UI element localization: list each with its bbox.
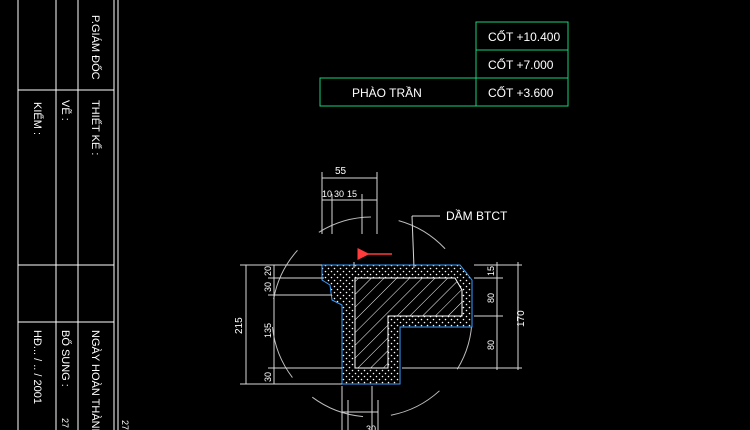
level-label-phao-tran: PHÀO TRẦN (352, 85, 422, 100)
dim-top-part-1: 10 (322, 189, 332, 199)
dim-right-part-2: 80 (486, 293, 496, 303)
dim-left-total: 215 (234, 317, 245, 334)
label-ngay-hoan-thanh: NGÀY HOÀN THÀNH : (89, 330, 102, 430)
dim-top-part-3: 15 (347, 189, 357, 199)
dim-bottom (341, 386, 379, 430)
value-bo-sung: 27 (60, 418, 70, 428)
dim-left-part-4: 30 (263, 372, 273, 382)
callout-dam-btct: DẦM BTCT (446, 208, 508, 223)
dim-left (240, 264, 342, 385)
dim-top-total: 55 (335, 166, 347, 177)
level-table (319, 21, 569, 107)
level-row-10400: CỐT +10.400 (488, 29, 560, 44)
level-row-7000: CỐT +7.000 (488, 57, 554, 72)
dim-right-total: 170 (516, 310, 527, 327)
label-bo-sung: BỔ SUNG : (59, 330, 72, 387)
label-pho-giam-doc: P.GIÁM ĐỐC (89, 15, 103, 80)
dim-right-part-1: 15 (486, 266, 496, 276)
label-kiem: KIỂM : (31, 102, 44, 135)
dim-top-part-2: 30 (334, 189, 344, 199)
dim-right-part-3: 80 (486, 340, 496, 350)
title-block (17, 0, 119, 430)
dim-bottom-value: 30 (366, 424, 376, 430)
dim-left-part-2: 30 (263, 282, 273, 292)
dim-left-part-3: 135 (263, 323, 273, 338)
dim-right (402, 262, 522, 370)
value-ngay-hoan-thanh: 27 (120, 420, 130, 430)
label-ve: VẼ : (59, 100, 72, 121)
dim-top (321, 172, 378, 268)
beam-hatched-core (354, 277, 463, 369)
dim-left-part-1: 20 (263, 266, 273, 276)
label-hd: HĐ... / .. / 2001 (31, 330, 43, 404)
level-row-3600: CỐT +3.600 (488, 85, 554, 100)
label-thiet-ke: THIẾT KẾ : (89, 100, 102, 155)
callout-leader (411, 215, 440, 269)
